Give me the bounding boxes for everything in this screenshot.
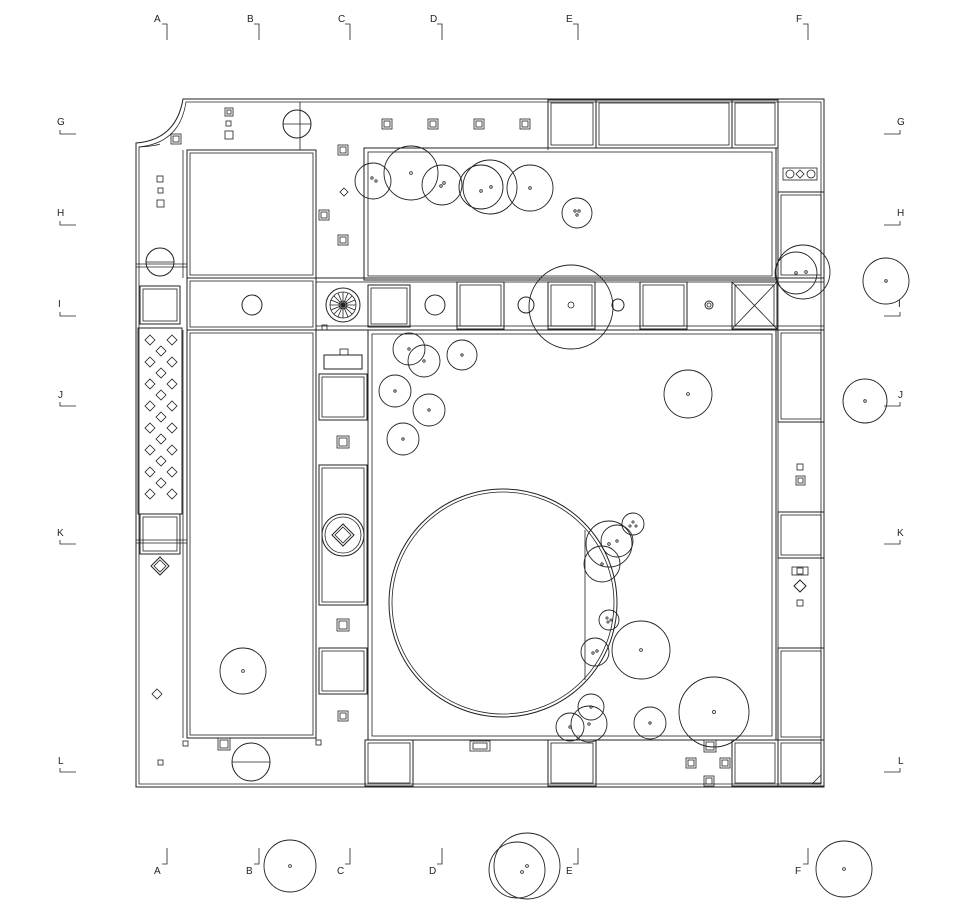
- west-stair-column: [137, 133, 183, 766]
- grid-label-left-i: I: [58, 299, 61, 310]
- grid-label-right-l: L: [898, 756, 904, 767]
- grid-label-top-b: B: [247, 14, 254, 25]
- main-courtyard: [367, 329, 777, 741]
- central-spine: [315, 330, 369, 746]
- trees-north: [354, 145, 593, 229]
- grid-label-right-h: H: [897, 208, 904, 219]
- column-bosses: [145, 109, 312, 782]
- grid-label-bottom-b: B: [246, 866, 253, 877]
- grid-markers-left: G H I J K L: [57, 117, 76, 773]
- grid-label-right-k: K: [897, 528, 904, 539]
- diamond-grid: [144, 334, 178, 500]
- grid-label-bottom-e: E: [566, 866, 573, 877]
- grid-label-right-i: I: [898, 299, 901, 310]
- round-stair: [325, 287, 361, 323]
- building-outline: [135, 98, 825, 788]
- grid-label-top-d: D: [430, 14, 437, 25]
- north-west-items: [224, 102, 549, 278]
- west-wing: [136, 143, 317, 739]
- north-courtyard: [363, 147, 777, 281]
- south-rooms: [182, 737, 825, 787]
- grid-label-right-g: G: [897, 117, 905, 128]
- grid-label-bottom-a: A: [154, 866, 161, 877]
- trees-courtyard-east: [555, 369, 750, 748]
- grid-label-left-g: G: [57, 117, 65, 128]
- grid-label-bottom-c: C: [337, 866, 344, 877]
- middle-band: [315, 277, 825, 331]
- grid-label-bottom-d: D: [429, 866, 436, 877]
- grid-markers-right: G H I J K L: [884, 117, 905, 773]
- grid-label-top-f: F: [796, 14, 802, 25]
- grid-label-left-j: J: [58, 390, 63, 401]
- grid-label-left-k: K: [57, 528, 64, 539]
- trees-courtyard-west: [378, 332, 478, 456]
- grid-label-top-c: C: [338, 14, 345, 25]
- grid-label-top-a: A: [154, 14, 161, 25]
- trees-middle: [528, 244, 831, 350]
- grid-markers-bottom: A B C D E F: [154, 848, 809, 877]
- grid-label-top-e: E: [566, 14, 573, 25]
- grid-markers-top: A B C D E F: [154, 14, 809, 40]
- grid-label-right-j: J: [898, 390, 903, 401]
- grid-label-left-l: L: [58, 756, 64, 767]
- grid-label-left-h: H: [57, 208, 64, 219]
- grid-label-bottom-f: F: [795, 866, 801, 877]
- trees-outside: [263, 257, 910, 900]
